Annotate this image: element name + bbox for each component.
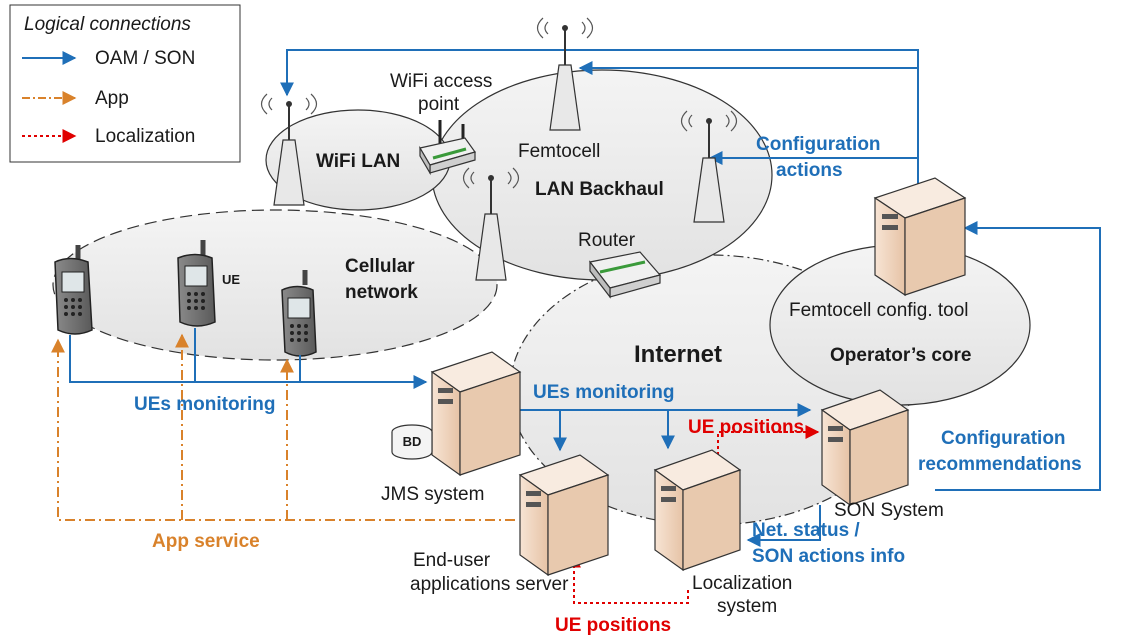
net-status-label-line1: Net. status / bbox=[752, 520, 860, 541]
ues-monitoring-left-label: UEs monitoring bbox=[134, 394, 275, 415]
antenna-femtocell-top bbox=[536, 17, 594, 131]
cellular-label-line1: Cellular bbox=[345, 256, 415, 277]
femtocell-label: Femtocell bbox=[518, 141, 600, 162]
server-end-user-applications bbox=[518, 454, 610, 577]
wifi-access-point-icon bbox=[419, 120, 476, 176]
jms-system-label: JMS system bbox=[381, 484, 484, 505]
cellular-label-line2: network bbox=[345, 282, 418, 303]
configuration-actions-label-line1: Configuration bbox=[756, 134, 881, 155]
phone-ue-2 bbox=[177, 240, 216, 327]
wifi-lan-label: WiFi LAN bbox=[316, 151, 400, 172]
server-localization-system bbox=[653, 449, 742, 572]
server-son-system bbox=[820, 389, 910, 507]
phone-ue-1 bbox=[54, 245, 93, 335]
ue-label: UE bbox=[222, 272, 240, 287]
phone-ue-3 bbox=[281, 270, 317, 357]
router-icon bbox=[588, 251, 662, 299]
wifi-ap-label-line2: point bbox=[418, 94, 460, 115]
legend-item-oam-son: OAM / SON bbox=[95, 48, 195, 69]
config-recommendations-label-line2: recommendations bbox=[918, 454, 1082, 475]
antenna-femtocell-bottom bbox=[462, 167, 520, 281]
internet-label: Internet bbox=[634, 341, 722, 368]
oam-top-connections bbox=[280, 49, 1101, 491]
config-recommendations-label-line1: Configuration bbox=[941, 428, 1066, 449]
legend-title: Logical connections bbox=[24, 14, 191, 35]
app-connections bbox=[51, 333, 515, 521]
son-system-label: SON System bbox=[834, 500, 944, 521]
lan-backhaul-label: LAN Backhaul bbox=[535, 179, 664, 200]
cellular-network-region bbox=[52, 209, 498, 361]
server-jms-system bbox=[430, 351, 522, 477]
wifi-ap-label-line1: WiFi access bbox=[390, 71, 492, 92]
configuration-actions-label-line2: actions bbox=[776, 160, 843, 181]
femtocell-config-tool-label: Femtocell config. tool bbox=[789, 300, 969, 321]
ues-monitoring-right-label: UEs monitoring bbox=[533, 382, 674, 403]
legend-item-app: App bbox=[95, 88, 129, 109]
database-bd-icon: BD bbox=[391, 424, 433, 460]
bd-label: BD bbox=[403, 434, 422, 449]
end-user-label-line1: End-user bbox=[413, 550, 491, 571]
router-label: Router bbox=[578, 230, 636, 251]
operators-core-label: Operator’s core bbox=[830, 345, 972, 366]
ues-monitoring-connections bbox=[69, 328, 821, 547]
legend-item-localization: Localization bbox=[95, 126, 195, 147]
antenna-wifi bbox=[260, 93, 318, 206]
app-service-label: App service bbox=[152, 531, 260, 552]
ue-positions-bottom-label: UE positions bbox=[555, 615, 671, 636]
net-status-label-line2: SON actions info bbox=[752, 546, 905, 567]
legend: Logical connections OAM / SON App Locali… bbox=[9, 4, 241, 163]
ue-positions-top-label: UE positions bbox=[688, 417, 804, 438]
server-femtocell-config-tool bbox=[873, 177, 967, 297]
antenna-femtocell-right bbox=[680, 110, 738, 223]
end-user-label-line2: applications server bbox=[410, 574, 569, 595]
localization-connections bbox=[567, 425, 820, 604]
localization-label-line1: Localization bbox=[692, 573, 792, 594]
localization-label-line2: system bbox=[717, 596, 777, 617]
